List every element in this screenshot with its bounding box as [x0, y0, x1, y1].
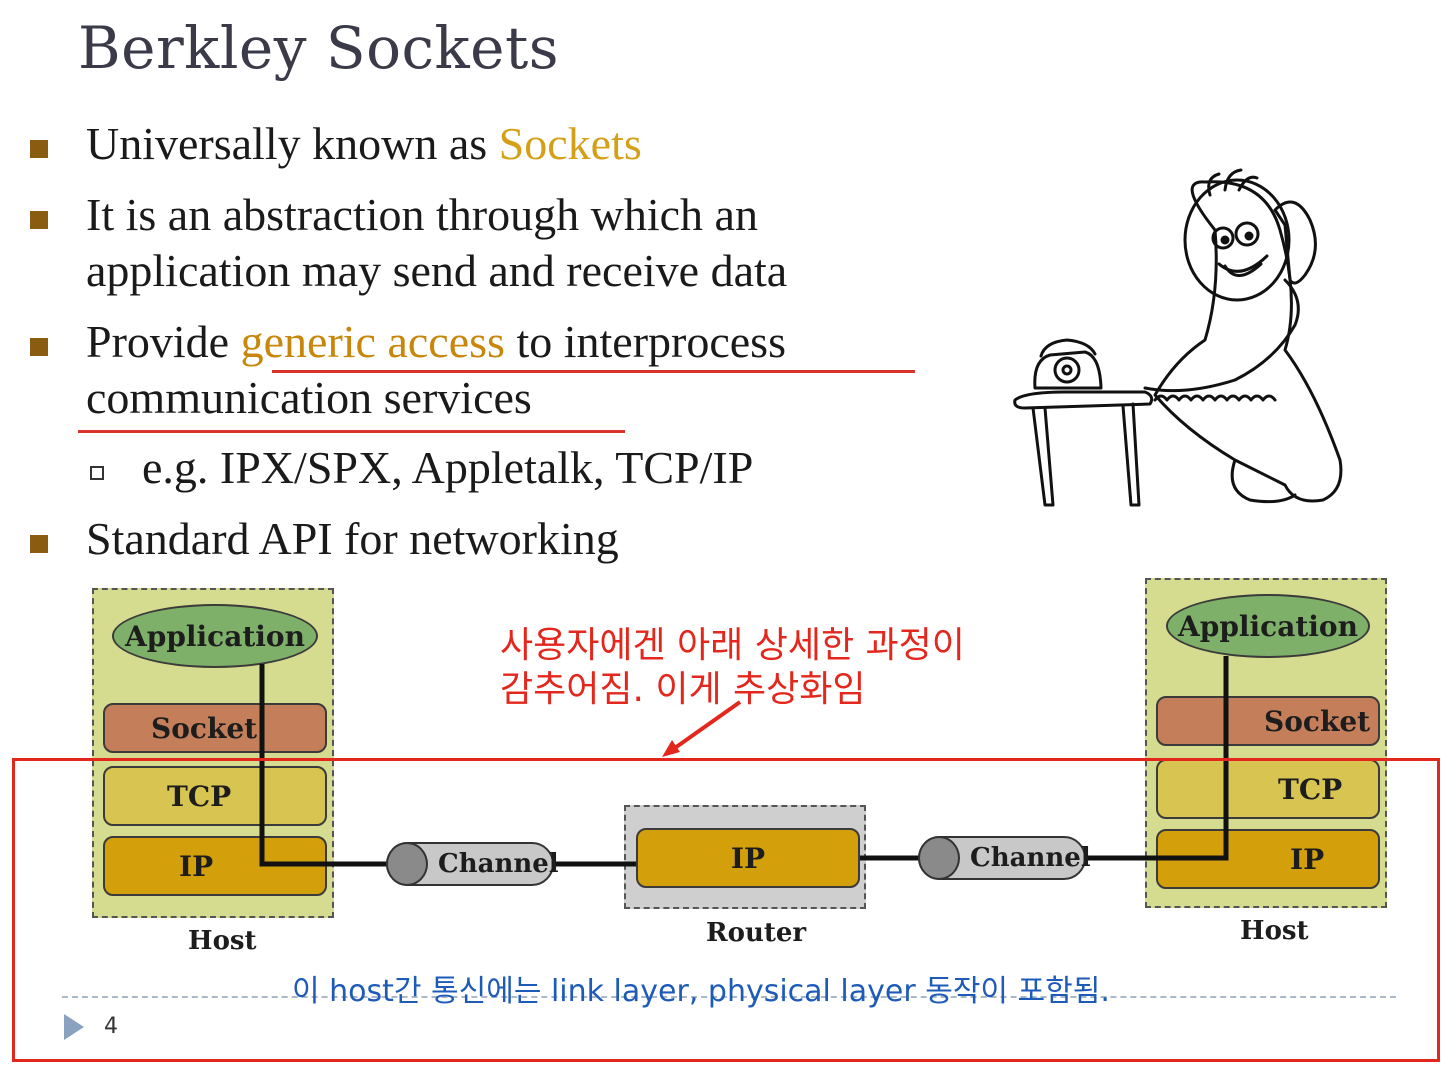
sub-bullet-square — [90, 466, 104, 480]
bullet-square-3 — [30, 338, 48, 356]
left-ip-label: IP — [179, 849, 214, 883]
sub-bullet-1: e.g. IPX/SPX, Appletalk, TCP/IP — [142, 442, 754, 493]
left-socket-layer: Socket — [103, 703, 327, 753]
page-number: 4 — [104, 1014, 118, 1039]
bullet-1-text: Universally known as — [86, 118, 499, 169]
left-application-label: Application — [125, 619, 305, 653]
left-application-ellipse: Application — [112, 604, 318, 668]
right-ip-label: IP — [1290, 842, 1325, 876]
right-socket-layer: Socket — [1156, 696, 1380, 746]
right-tcp-layer: TCP — [1156, 759, 1380, 819]
footer-divider — [62, 996, 1396, 998]
red-annotation-line-2: 감추어짐. 이게 추상화임 — [500, 669, 866, 710]
bullet-2-line-1: It is an abstraction through which an — [86, 189, 758, 240]
bullet-1-highlight: Sockets — [498, 118, 642, 169]
channel-left: Channel — [386, 842, 559, 886]
red-annotation-line-1: 사용자에겐 아래 상세한 과정이 — [500, 625, 965, 666]
bullet-square-2 — [30, 211, 48, 229]
channel-right-cap — [918, 836, 960, 880]
red-underline-2 — [78, 430, 625, 433]
left-tcp-label: TCP — [167, 779, 232, 813]
bullet-1: Universally known as Sockets — [86, 116, 642, 172]
bullet-3-line-2: communication services — [86, 372, 532, 423]
right-application-label: Application — [1178, 609, 1358, 643]
channel-right: Channel — [918, 836, 1091, 880]
left-host-label: Host — [188, 926, 257, 956]
blue-annotation: 이 host간 통신에는 link layer, physical layer … — [292, 974, 1110, 1009]
router-ip-layer: IP — [636, 828, 860, 888]
channel-left-cap — [386, 842, 428, 886]
bullet-4: Standard API for networking — [86, 513, 619, 564]
left-socket-label: Socket — [151, 711, 258, 745]
right-host-label: Host — [1240, 916, 1309, 946]
router-label: Router — [706, 918, 807, 948]
red-underline-1 — [272, 370, 915, 373]
bullet-3-prefix: Provide — [86, 316, 241, 367]
right-application-ellipse: Application — [1166, 594, 1370, 658]
right-socket-label: Socket — [1264, 704, 1371, 738]
bullet-3-highlight: generic access — [240, 316, 505, 367]
channel-right-label: Channel — [970, 843, 1091, 873]
bullet-square-1 — [30, 140, 48, 158]
bullet-2-line-2: application may send and receive data — [86, 245, 788, 296]
channel-left-label: Channel — [438, 849, 559, 879]
left-tcp-layer: TCP — [103, 766, 327, 826]
cartoon-phone-illustration — [1013, 168, 1343, 507]
bullet-3-line-1: Provide generic access to interprocess — [86, 314, 786, 370]
bullet-square-4 — [30, 535, 48, 553]
slide-title: Berkley Sockets — [78, 14, 560, 82]
right-tcp-label: TCP — [1278, 772, 1343, 806]
bullet-3-suffix: to interprocess — [504, 316, 786, 367]
right-ip-layer: IP — [1156, 829, 1380, 889]
footer-play-icon — [64, 1014, 84, 1040]
router-ip-label: IP — [730, 841, 766, 875]
red-highlight-box — [12, 758, 1440, 1062]
